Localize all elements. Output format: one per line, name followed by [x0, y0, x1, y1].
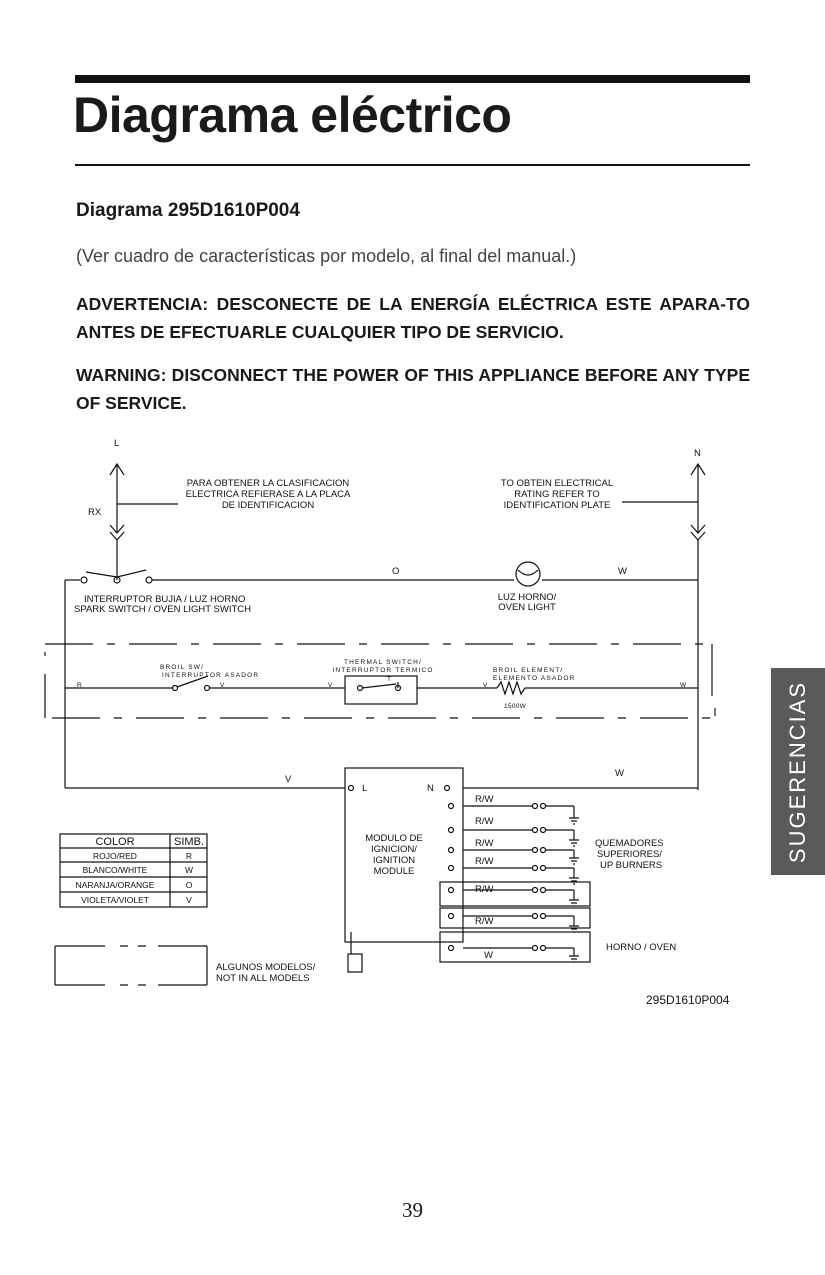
wire-v-label-3: V — [483, 682, 489, 689]
broil-element-label-es: ELEMENTO ASADOR — [493, 675, 576, 682]
warning-english: WARNING: DISCONNECT THE POWER OF THIS AP… — [76, 365, 750, 413]
wiring-diagram: L N RX PARA OBTENER LA CLASIFICACION ELE… — [44, 438, 730, 1007]
label-l: L — [114, 438, 119, 449]
page-number: 39 — [402, 1198, 423, 1222]
rating-es-1: PARA OBTENER LA CLASIFICACION — [187, 478, 350, 489]
model-note: (Ver cuadro de características por model… — [76, 246, 577, 266]
module-l-label: L — [362, 783, 367, 794]
thermal-switch-label-es: INTERRUPTOR TERMICO — [332, 667, 433, 674]
rating-en-3: IDENTIFICATION PLATE — [504, 500, 611, 511]
rating-en-2: RATING REFER TO — [514, 489, 600, 500]
broil-element-label-en: BROIL ELEMENT/ — [493, 667, 563, 674]
side-tab-label: SUGERENCIAS — [785, 680, 810, 863]
legend-symbol-white: W — [185, 865, 193, 875]
diagram-code: 295D1610P004 — [646, 993, 730, 1007]
wire-w-oven: W — [484, 950, 493, 961]
spark-switch-label-en: SPARK SWITCH / OVEN LIGHT SWITCH — [74, 604, 251, 615]
wire-rw-5: R/W — [475, 884, 494, 895]
oven-light-label-es: LUZ HORNO/ — [498, 592, 557, 603]
wire-w-bottom-label: W — [615, 768, 624, 779]
module-label-1: MODULO DE — [365, 833, 423, 844]
wire-v-bottom-label: V — [285, 774, 292, 785]
rating-es-3: DE IDENTIFICACION — [222, 500, 315, 511]
legend-header-simb: SIMB. — [174, 836, 204, 848]
page-title: Diagrama eléctrico — [73, 87, 512, 143]
legend-symbol-red: R — [186, 851, 192, 861]
wire-rw-1: R/W — [475, 794, 494, 805]
legend-color-red: ROJO/RED — [93, 851, 137, 861]
legend-color-violet: VIOLETA/VIOLET — [81, 895, 149, 905]
legend-symbol-orange: O — [186, 880, 193, 890]
broil-sw-label-es: INTERRUPTOR ASADOR — [162, 672, 259, 679]
wire-r-label: R — [77, 682, 83, 689]
warning-spanish: ADVERTENCIA: DESCONECTE DE LA ENERGÍA EL… — [76, 294, 750, 342]
legend-symbol-violet: V — [186, 895, 192, 905]
some-models-label-es: ALGUNOS MODELOS/ — [216, 962, 316, 973]
spark-switch-label-es: INTERRUPTOR BUJIA / LUZ HORNO — [84, 594, 245, 605]
thermal-switch-label-en: THERMAL SWITCH/ — [344, 659, 422, 666]
rating-en-1: TO OBTEIN ELECTRICAL — [501, 478, 613, 489]
title-rule — [75, 164, 750, 166]
wire-o-label: O — [392, 566, 399, 577]
label-n: N — [694, 448, 701, 459]
module-n-label: N — [427, 783, 434, 794]
wire-w-top-label: W — [618, 566, 627, 577]
broil-sw-label-en: BROIL SW/ — [160, 664, 204, 671]
side-tab: SUGERENCIAS — [771, 668, 825, 875]
label-rx: RX — [88, 507, 102, 518]
wire-w-broil-label: W — [680, 682, 687, 689]
wire-rw-6: R/W — [475, 916, 494, 927]
burners-label-1: QUEMADORES — [595, 838, 664, 849]
module-label-2: IGNICION/ — [371, 844, 417, 855]
wire-rw-3: R/W — [475, 838, 494, 849]
burners-label-2: SUPERIORES/ — [597, 849, 662, 860]
module-label-3: IGNITION — [373, 855, 415, 866]
burners-label-3: UP BURNERS — [600, 860, 662, 871]
wire-rw-2: R/W — [475, 816, 494, 827]
broil-watts-label: 1500W — [504, 703, 527, 710]
oven-label: HORNO / OVEN — [606, 942, 676, 953]
wire-v-label-2: V — [328, 682, 334, 689]
legend-color-white: BLANCO/WHITE — [83, 865, 148, 875]
top-rule — [75, 75, 750, 83]
some-models-label-en: NOT IN ALL MODELS — [216, 973, 309, 984]
wire-v-label-1: V — [220, 682, 226, 689]
oven-light-label-en: OVEN LIGHT — [498, 602, 556, 613]
diagram-subtitle: Diagrama 295D1610P004 — [76, 200, 300, 221]
legend-color-orange: NARANJA/ORANGE — [76, 880, 155, 890]
thermal-t-label: T — [387, 676, 392, 683]
wire-rw-4: R/W — [475, 856, 494, 867]
rating-es-2: ELECTRICA REFIERASE A LA PLACA — [186, 489, 351, 500]
legend-header-color: COLOR — [95, 836, 134, 848]
module-label-4: MODULE — [374, 866, 415, 877]
